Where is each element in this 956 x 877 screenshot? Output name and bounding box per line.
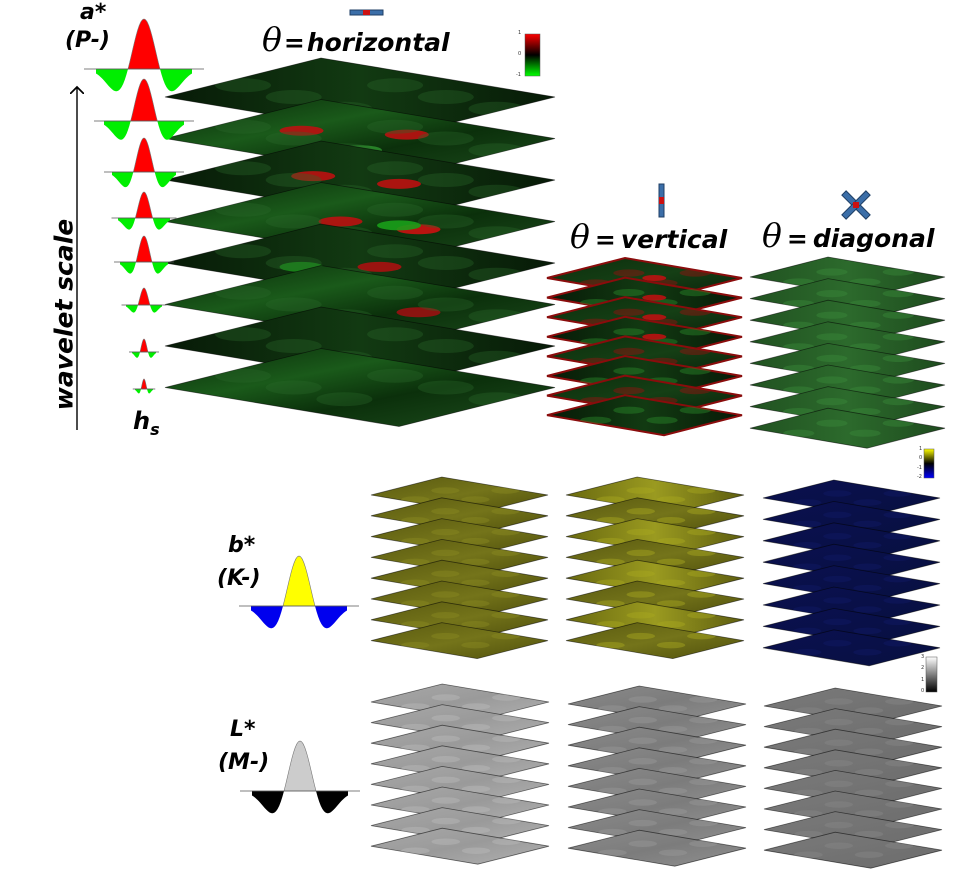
colorbar-l (925, 656, 938, 693)
wavelet-a-profile (94, 78, 194, 140)
diagonal-title: θ=diagonal (762, 216, 934, 255)
hs-label: hs (133, 407, 160, 439)
plane-texture (401, 714, 521, 731)
wavelet-a-profile (104, 137, 184, 188)
scale-plane (370, 827, 550, 865)
plane-stacks (164, 57, 946, 869)
plane-texture (793, 640, 912, 656)
plane-texture (580, 406, 711, 424)
scale-plane (762, 629, 941, 667)
plane-texture (401, 694, 521, 710)
scale-plane (749, 407, 946, 449)
plane-texture (401, 549, 520, 566)
channel-l-name: L* (230, 717, 256, 742)
colorbar-l-tick: 3 (921, 654, 925, 660)
scale-plane (763, 831, 943, 869)
equals-sign: = (594, 225, 616, 254)
plane-texture (598, 840, 718, 856)
plane-texture (401, 756, 521, 772)
colorbar-b-tick: 1 (919, 446, 923, 452)
plane-texture (401, 591, 520, 607)
colorbar-a-tick: 1 (518, 30, 522, 36)
colorbar-l-tick: 1 (921, 677, 925, 683)
wavelet-a-profile (111, 191, 177, 230)
stack-l-vertical (567, 685, 747, 867)
colorbar-l-tick: 0 (921, 688, 925, 694)
wavelet-a-profile (114, 235, 174, 274)
scale-plane (164, 348, 556, 427)
scale-plane (567, 829, 747, 867)
wavelet-a-profile (121, 287, 167, 313)
colorbar-l-tick: 2 (921, 665, 925, 671)
colorbar-b-tick: 0 (919, 455, 923, 461)
plane-texture (783, 290, 914, 308)
stack-l-diagonal (763, 687, 943, 869)
plane-texture (793, 597, 912, 613)
hs-subscript: s (150, 419, 160, 439)
scale-plane (546, 394, 743, 437)
plane-texture (794, 801, 914, 817)
channel-b-name: b* (228, 533, 256, 558)
vertical-orientation-icon (658, 183, 665, 218)
equals-sign: = (786, 224, 808, 253)
colorbar-a-tick: 0 (518, 51, 522, 57)
wavelet-b-profile (239, 555, 359, 629)
theta-symbol: θ (262, 20, 282, 59)
wavelet-scale-label: wavelet scale (49, 218, 79, 411)
plane-texture (401, 735, 521, 751)
channel-a-cone: (P-) (65, 28, 110, 53)
plane-texture (598, 799, 718, 815)
horizontal-title: θ=horizontal (262, 20, 450, 59)
stack-b-horizontal (370, 476, 549, 660)
stack-l-horizontal (370, 683, 550, 865)
plane-texture (793, 511, 912, 528)
stack-a-diagonal (749, 256, 946, 449)
stack-a-vertical (546, 256, 743, 437)
vertical-label: vertical (620, 225, 728, 254)
wavelet-a-profile (132, 378, 156, 394)
channel-b-cone: (K-) (217, 566, 261, 591)
channel-a-name: a* (80, 0, 107, 25)
plane-texture (401, 776, 521, 793)
wavelet-l-profile (240, 740, 360, 814)
colorbar-b-tick: -2 (917, 474, 922, 480)
horizontal-orientation-icon (349, 9, 384, 16)
plane-texture (598, 758, 718, 774)
wavelet-a-profile (84, 18, 204, 92)
colorbar-b-tick: -1 (917, 465, 922, 471)
plane-texture (596, 612, 716, 628)
stack-a-horizontal (164, 57, 556, 427)
scale-plane (565, 622, 745, 660)
hs-main: h (133, 407, 151, 435)
plane-texture (596, 549, 716, 566)
stack-b-diagonal (762, 479, 941, 667)
scale-plane (370, 622, 549, 660)
colorbar-a-tick: -1 (516, 72, 521, 78)
plane-texture (598, 819, 718, 836)
plane-texture (794, 842, 914, 858)
diagonal-label: diagonal (812, 224, 935, 253)
plane-texture (596, 570, 716, 586)
theta-symbol: θ (570, 217, 590, 256)
theta-symbol: θ (762, 216, 782, 255)
vertical-title: θ=vertical (570, 217, 727, 256)
equals-sign: = (283, 28, 305, 57)
diagonal-orientation-icon (841, 190, 871, 220)
plane-texture (783, 311, 914, 329)
colorbar-b (923, 448, 935, 479)
plane-texture (793, 554, 912, 570)
plane-texture (794, 821, 914, 838)
plane-texture (401, 612, 520, 628)
plane-texture (598, 737, 718, 753)
wavelet-a-profile (129, 338, 159, 358)
stack-b-vertical (565, 476, 745, 660)
plane-texture (596, 508, 716, 524)
colorbar-a (524, 33, 541, 77)
channel-l-cone: (M-) (218, 750, 270, 775)
wavelet-profiles (84, 18, 360, 814)
horizontal-label: horizontal (306, 28, 450, 57)
plane-texture (401, 797, 521, 813)
plane-texture (596, 487, 716, 503)
